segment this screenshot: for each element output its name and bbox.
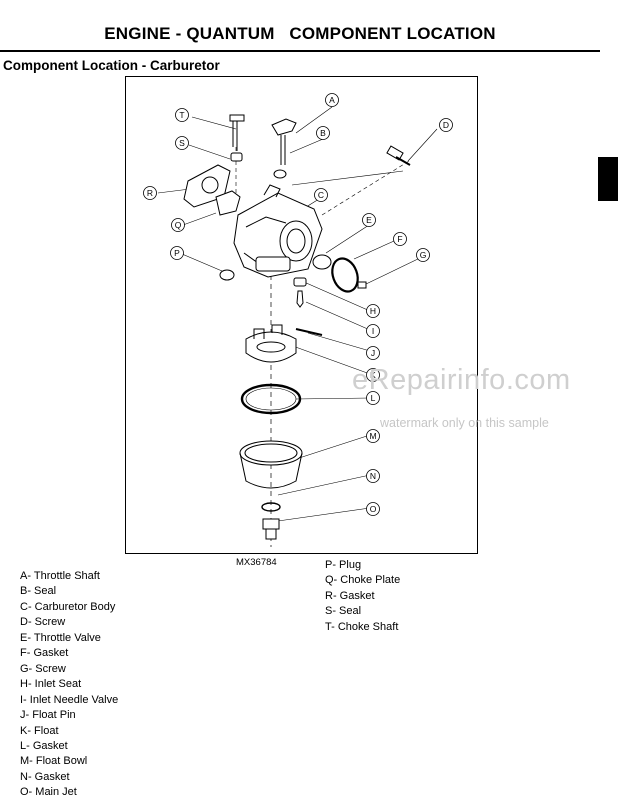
legend-item: D- Screw <box>20 616 66 629</box>
watermark-note: watermark only on this sample <box>380 416 549 430</box>
svg-text:O: O <box>370 504 377 514</box>
thumb-tab-marker <box>598 157 618 201</box>
callout-h: H <box>366 304 380 318</box>
svg-text:K: K <box>370 370 376 380</box>
callout-p: P <box>170 246 184 260</box>
legend-item: P- Plug <box>325 559 362 571</box>
svg-text:J: J <box>371 348 375 358</box>
callout-t: T <box>175 108 189 122</box>
callout-a: A <box>325 93 339 107</box>
legend-item: J- Float Pin <box>20 709 76 722</box>
carburetor-exploded-view: A B C D E F G H I J K L M N O P Q R S T <box>143 93 453 547</box>
svg-text:G: G <box>420 250 427 260</box>
callout-n: N <box>366 469 380 483</box>
callout-o: O <box>366 502 380 516</box>
svg-text:P: P <box>174 248 180 258</box>
legend-item: L- Gasket <box>20 739 68 752</box>
callout-d: D <box>439 118 453 132</box>
callout-q: Q <box>171 218 185 232</box>
callout-c: C <box>314 188 328 202</box>
svg-text:I: I <box>372 326 374 336</box>
legend-item: R- Gasket <box>325 589 375 602</box>
legend-item: E- Throttle Valve <box>20 631 101 644</box>
legend-item: C- Carburetor Body <box>20 600 116 613</box>
legend-item: T- Choke Shaft <box>325 620 399 633</box>
svg-text:S: S <box>179 138 185 148</box>
svg-text:C: C <box>318 190 324 200</box>
legend-item: B- Seal <box>20 585 57 598</box>
svg-text:R: R <box>147 188 153 198</box>
callout-k: K <box>366 368 380 382</box>
svg-text:E: E <box>366 215 372 225</box>
legend-item: O- Main Jet <box>20 786 77 799</box>
parts-legend-left: A- Throttle Shaft B- Seal C- Carburetor … <box>20 569 118 801</box>
svg-text:F: F <box>397 234 402 244</box>
svg-text:Q: Q <box>175 220 182 230</box>
callout-f: F <box>393 232 407 246</box>
callout-i: I <box>366 324 380 338</box>
carburetor-diagram: A B C D E F G H I J K L M N O P Q R S T <box>125 76 478 554</box>
callout-b: B <box>316 126 330 140</box>
callout-g: G <box>416 248 430 262</box>
figure-id: MX36784 <box>236 557 277 568</box>
parts-legend-right: P- Plug Q- Choke Plate R- Gasket S- Seal… <box>325 558 400 635</box>
svg-text:L: L <box>371 393 376 403</box>
callout-m: M <box>366 429 380 443</box>
legend-item: F- Gasket <box>20 647 69 660</box>
callout-s: S <box>175 136 189 150</box>
legend-item: Q- Choke Plate <box>325 574 401 587</box>
callout-j: J <box>366 346 380 360</box>
page-title: ENGINE - QUANTUM COMPONENT LOCATION <box>104 24 496 43</box>
watermark-text: eRepairinfo.com <box>352 364 571 396</box>
svg-text:N: N <box>370 471 376 481</box>
svg-text:T: T <box>179 110 184 120</box>
title-divider <box>0 50 600 52</box>
svg-text:M: M <box>369 431 376 441</box>
legend-item: M- Float Bowl <box>20 755 88 768</box>
callout-e: E <box>362 213 376 227</box>
svg-text:B: B <box>320 128 326 138</box>
legend-item: H- Inlet Seat <box>20 678 82 691</box>
svg-text:D: D <box>443 120 449 130</box>
svg-text:A: A <box>329 95 335 105</box>
legend-item: K- Float <box>20 724 59 737</box>
legend-item: A- Throttle Shaft <box>20 570 100 582</box>
legend-item: I- Inlet Needle Valve <box>20 693 119 706</box>
legend-item: G- Screw <box>20 662 66 675</box>
legend-item: N- Gasket <box>20 770 70 783</box>
svg-text:H: H <box>370 306 376 316</box>
legend-item: S- Seal <box>325 605 362 618</box>
callout-r: R <box>143 186 157 200</box>
section-title: Component Location - Carburetor <box>3 58 220 73</box>
callout-l: L <box>366 391 380 405</box>
